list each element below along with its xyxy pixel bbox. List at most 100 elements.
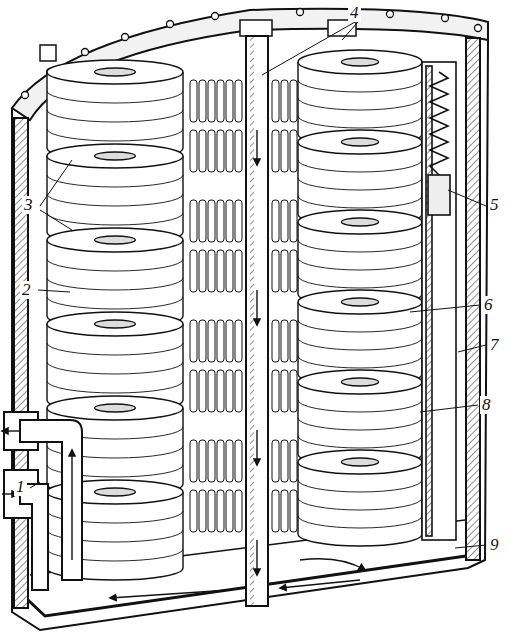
fin xyxy=(190,370,197,412)
fin xyxy=(190,80,197,122)
disc-hub xyxy=(95,320,136,328)
fin xyxy=(208,370,215,412)
fin xyxy=(190,440,197,482)
disc-hub xyxy=(341,138,378,146)
fin xyxy=(190,200,197,242)
fin xyxy=(217,490,224,532)
fin xyxy=(281,490,288,532)
disc-hub xyxy=(341,58,378,66)
callout-number: 4 xyxy=(348,4,361,22)
disc-groove xyxy=(47,175,183,187)
disc-groove xyxy=(47,129,183,141)
fin xyxy=(235,200,242,242)
fin xyxy=(272,200,279,242)
lid-bolt xyxy=(387,11,394,18)
disc-groove xyxy=(298,436,422,448)
fin xyxy=(208,200,215,242)
disc-groove xyxy=(47,362,183,374)
housing xyxy=(12,9,488,630)
disc-groove xyxy=(298,80,422,92)
fin xyxy=(290,490,297,532)
fin xyxy=(217,80,224,122)
filter-disc-top xyxy=(47,60,183,84)
lid-bolt xyxy=(442,15,449,22)
filter-disc-top xyxy=(47,312,183,336)
disc-groove xyxy=(298,418,422,430)
inlet-outlet-pipes xyxy=(2,412,82,590)
disc-groove xyxy=(47,213,183,225)
callout-number: 5 xyxy=(488,196,501,214)
fin xyxy=(226,250,233,292)
fin xyxy=(226,80,233,122)
callout-number: 6 xyxy=(482,296,495,314)
disc-hub xyxy=(341,218,378,226)
fin xyxy=(226,130,233,172)
flow-arrows xyxy=(110,559,365,598)
callout-number: 1 xyxy=(14,478,27,496)
fin xyxy=(190,250,197,292)
disc-groove xyxy=(298,320,422,332)
fin xyxy=(272,320,279,362)
fin xyxy=(272,250,279,292)
fin xyxy=(190,320,197,362)
disc-hub xyxy=(341,378,378,386)
lid-bolt xyxy=(167,21,174,28)
lid-bolt xyxy=(297,9,304,16)
fin xyxy=(235,440,242,482)
disc-groove xyxy=(298,356,422,368)
disc-groove xyxy=(298,276,422,288)
disc-groove xyxy=(298,98,422,110)
disc-groove xyxy=(47,381,183,393)
spring xyxy=(430,72,448,175)
fin xyxy=(290,370,297,412)
disc-groove xyxy=(47,259,183,271)
fin xyxy=(199,250,206,292)
filter-disc-top xyxy=(47,396,183,420)
callout-number: 8 xyxy=(480,396,493,414)
disc-groove xyxy=(298,196,422,208)
fin xyxy=(281,130,288,172)
fin xyxy=(217,200,224,242)
fin xyxy=(290,320,297,362)
disc-groove xyxy=(298,178,422,190)
filter-disc-top xyxy=(298,370,422,394)
disc-groove xyxy=(298,338,422,350)
disc-groove xyxy=(47,194,183,206)
leader-lines xyxy=(30,22,486,548)
fin xyxy=(217,440,224,482)
disc-hub xyxy=(95,152,136,160)
fin xyxy=(208,320,215,362)
fin xyxy=(281,440,288,482)
disc-groove xyxy=(47,297,183,309)
disc-hub xyxy=(95,404,136,412)
fin xyxy=(217,130,224,172)
fin xyxy=(217,250,224,292)
fin xyxy=(199,200,206,242)
fin xyxy=(199,130,206,172)
disc-groove xyxy=(298,258,422,270)
disc-hub xyxy=(95,236,136,244)
fin xyxy=(208,490,215,532)
fin xyxy=(235,130,242,172)
fin xyxy=(272,490,279,532)
fin xyxy=(226,490,233,532)
disc-groove xyxy=(298,240,422,252)
disc-groove xyxy=(298,498,422,510)
callout-number: 7 xyxy=(488,336,501,354)
disc-groove xyxy=(298,480,422,492)
fin xyxy=(208,440,215,482)
fin xyxy=(199,80,206,122)
fin xyxy=(235,370,242,412)
lid-bolt xyxy=(212,13,219,20)
lid-bolt xyxy=(22,92,29,99)
fin xyxy=(281,370,288,412)
fin xyxy=(281,200,288,242)
disc-groove xyxy=(298,116,422,128)
disc-hub xyxy=(341,298,378,306)
fin xyxy=(290,250,297,292)
fin xyxy=(226,440,233,482)
fin xyxy=(226,200,233,242)
fin xyxy=(281,320,288,362)
disc-groove xyxy=(298,400,422,412)
